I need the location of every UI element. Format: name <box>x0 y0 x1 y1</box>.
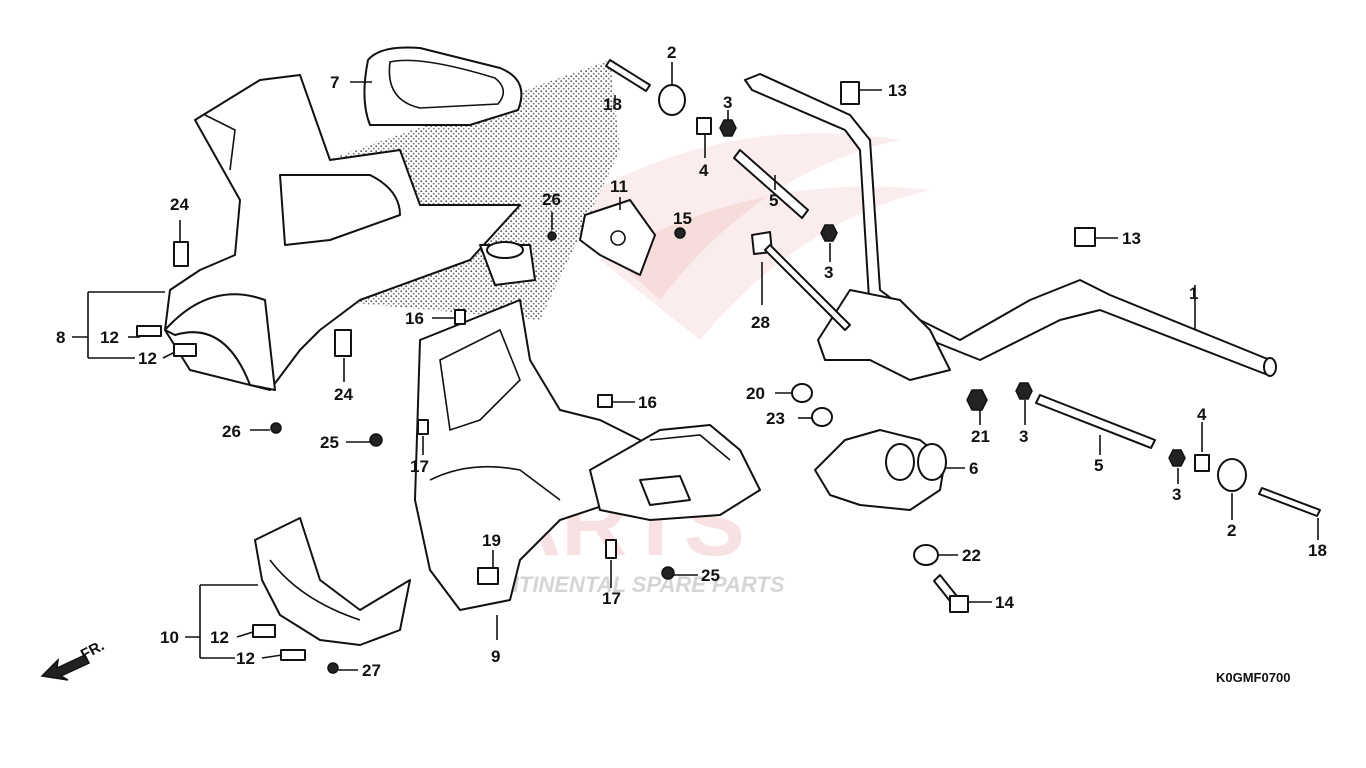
callout-16: 16 <box>638 393 657 412</box>
callout-9: 9 <box>491 647 500 666</box>
callout-26: 26 <box>542 190 561 209</box>
handle-cover <box>589 424 761 521</box>
bracket-part-11 <box>579 199 656 276</box>
callout-20: 20 <box>746 384 765 403</box>
front-direction-marker: FR. <box>40 637 107 681</box>
callout-21: 21 <box>971 427 990 446</box>
handlebar-part-1 <box>744 73 1277 381</box>
callout-12: 12 <box>236 649 255 668</box>
callout-19: 19 <box>482 531 501 550</box>
callout-12: 12 <box>210 628 229 647</box>
callout-5: 5 <box>1094 456 1103 475</box>
callout-4: 4 <box>1197 405 1207 424</box>
watermark-tagline: CONTINENTAL SPARE PARTS <box>470 572 785 597</box>
callout-13: 13 <box>1122 229 1141 248</box>
callout-3: 3 <box>824 263 833 282</box>
callout-4: 4 <box>699 161 709 180</box>
callout-22: 22 <box>962 546 981 565</box>
callout-24: 24 <box>170 195 189 214</box>
callout-8: 8 <box>56 328 65 347</box>
callout-15: 15 <box>673 209 692 228</box>
leader-lines <box>72 62 1319 671</box>
callout-labels: 1 2 2 3 3 3 3 4 4 5 5 6 7 8 9 10 11 12 1… <box>56 43 1327 680</box>
callout-12: 12 <box>100 328 119 347</box>
callout-23: 23 <box>766 409 785 428</box>
front-arrow-icon <box>40 654 91 681</box>
callout-24: 24 <box>334 385 353 404</box>
callout-16: 16 <box>405 309 424 328</box>
callout-18: 18 <box>603 95 622 114</box>
callout-18: 18 <box>1308 541 1327 560</box>
callout-1: 1 <box>1189 284 1198 303</box>
holder-part-6 <box>814 429 947 511</box>
callout-3: 3 <box>1019 427 1028 446</box>
callout-27: 27 <box>362 661 381 680</box>
hardware <box>136 59 1321 674</box>
callout-25: 25 <box>701 566 720 585</box>
callout-2: 2 <box>1227 521 1236 540</box>
front-cover-part-8 <box>164 74 536 391</box>
callout-28: 28 <box>751 313 770 332</box>
callout-5: 5 <box>769 191 778 210</box>
lower-cover-part-10 <box>254 517 411 646</box>
meter-cover-part-7 <box>363 46 523 126</box>
callout-14: 14 <box>995 593 1014 612</box>
callout-10: 10 <box>160 628 179 647</box>
callout-3: 3 <box>1172 485 1181 504</box>
callout-11: 11 <box>610 177 628 196</box>
callout-3: 3 <box>723 93 732 112</box>
callout-26: 26 <box>222 422 241 441</box>
callout-25: 25 <box>320 433 339 452</box>
callout-12: 12 <box>138 349 157 368</box>
callout-7: 7 <box>330 73 339 92</box>
drawing-code: K0GMF0700 <box>1216 670 1290 685</box>
callout-17: 17 <box>410 457 429 476</box>
callout-2: 2 <box>667 43 676 62</box>
callout-6: 6 <box>969 459 978 478</box>
callout-17: 17 <box>602 589 621 608</box>
callout-13: 13 <box>888 81 907 100</box>
